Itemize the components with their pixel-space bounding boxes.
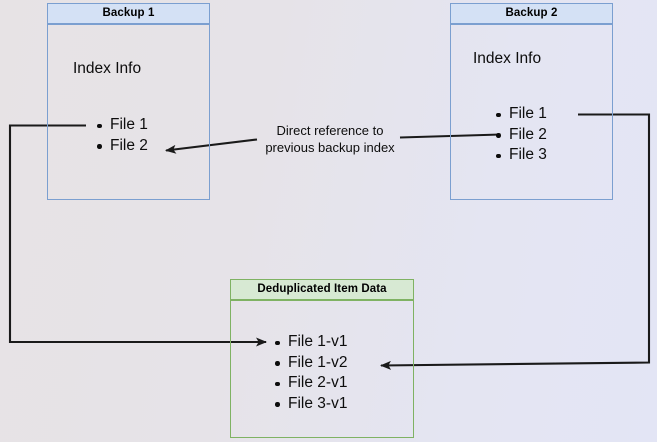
list-item: File 3 xyxy=(496,145,547,166)
backup1-index-info-label: Index Info xyxy=(73,60,142,77)
edge-label-line-1: Direct reference to xyxy=(276,123,384,138)
backup2-index-info-label: Index Info xyxy=(473,50,542,67)
list-item: File 2 xyxy=(496,125,547,146)
dedup-file-list: File 1-v1 File 1-v2 File 2-v1 File 3-v1 xyxy=(275,332,347,414)
list-item: File 1 xyxy=(496,104,547,125)
box-backup2-header: Backup 2 xyxy=(450,3,613,24)
list-item: File 3-v1 xyxy=(275,394,347,415)
list-item: File 1 xyxy=(97,115,148,136)
box-backup2[interactable]: Backup 2 xyxy=(450,3,613,200)
backup1-file-list: File 1 File 2 xyxy=(97,115,148,156)
box-dedup-header: Deduplicated Item Data xyxy=(230,279,414,300)
box-dedup-body xyxy=(230,300,414,438)
box-backup1-body xyxy=(47,24,210,200)
list-item: File 2 xyxy=(97,136,148,157)
list-item: File 1-v1 xyxy=(275,332,347,353)
edge-label-line-2: previous backup index xyxy=(265,139,395,155)
edge-label-direct-reference: Direct reference to previous backup inde… xyxy=(246,123,414,156)
box-backup2-body xyxy=(450,24,613,200)
box-backup1[interactable]: Backup 1 xyxy=(47,3,210,200)
list-item: File 2-v1 xyxy=(275,373,347,394)
box-backup1-header: Backup 1 xyxy=(47,3,210,24)
box-deduplicated-item-data[interactable]: Deduplicated Item Data xyxy=(230,279,414,438)
backup2-file-list: File 1 File 2 File 3 xyxy=(496,104,547,166)
list-item: File 1-v2 xyxy=(275,353,347,374)
